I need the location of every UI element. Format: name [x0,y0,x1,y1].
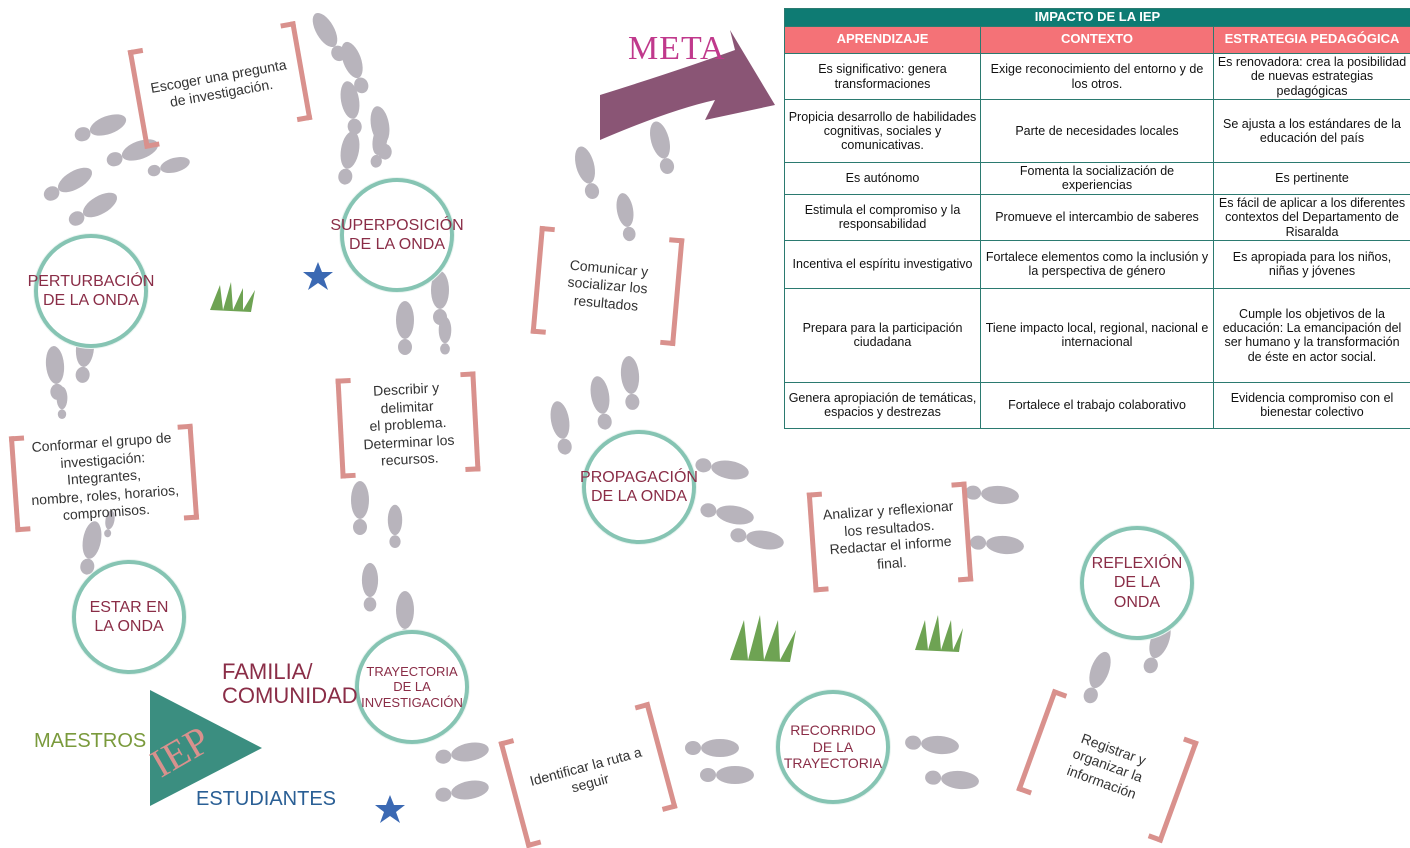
table-cell: Genera apropiación de temáticas, espacio… [785,382,981,428]
table-cell: Se ajusta a los estándares de la educaci… [1214,100,1410,163]
table-cell: Exige reconocimiento del entorno y de lo… [981,53,1214,99]
table-cell: Es significativo: genera transformacione… [785,53,981,99]
table-row: Genera apropiación de temáticas, espacio… [785,382,1410,428]
stage-propagacion: PROPAGACIÓN DE LA ONDA [582,430,696,544]
table-cell: Estimula el compromiso y la responsabili… [785,194,981,240]
stage-trayectoria: TRAYECTORIA DE LA INVESTIGACIÓN [355,630,469,744]
table-row: Prepara para la participación ciudadana … [785,288,1410,382]
table-cell: Evidencia compromiso con el bienestar co… [1214,382,1410,428]
stage-perturbacion: PERTURBACIÓN DE LA ONDA [34,234,148,348]
table-row: Propicia desarrollo de habilidades cogni… [785,100,1410,163]
table-row: Estimula el compromiso y la responsabili… [785,194,1410,240]
col-aprendizaje: APRENDIZAJE [785,26,981,53]
table-cell: Es fácil de aplicar a los diferentes con… [1214,194,1410,240]
table-cell: Cumple los objetivos de la educación: La… [1214,288,1410,382]
table-cell: Fomenta la socialización de experiencias [981,163,1214,195]
table-cell: Prepara para la participación ciudadana [785,288,981,382]
table-cell: Promueve el intercambio de saberes [981,194,1214,240]
note-comunicar-resultados: Comunicar y socializar los resultados [531,226,685,346]
col-contexto: CONTEXTO [981,26,1214,53]
legend-familia-comunidad: FAMILIA/ COMUNIDAD [222,660,358,708]
table-cell: Incentiva el espíritu investigativo [785,240,981,288]
table-cell: Parte de necesidades locales [981,100,1214,163]
col-estrategia: ESTRATEGIA PEDAGÓGICA [1214,26,1410,53]
stage-superposicion: SUPERPOSICIÓN DE LA ONDA [340,178,454,292]
table-caption: IMPACTO DE LA IEP [785,9,1410,27]
table-cell: Es autónomo [785,163,981,195]
legend-estudiantes: ESTUDIANTES [196,788,336,810]
note-analizar-resultados: Analizar y reflexionar los resultados. R… [807,482,974,593]
table-row: Incentiva el espíritu investigativo Fort… [785,240,1410,288]
table-cell: Es pertinente [1214,163,1410,195]
stage-recorrido: RECORRIDO DE LA TRAYECTORIA [776,690,890,804]
table-cell: Es renovadora: crea la posibilidad de nu… [1214,53,1410,99]
table-row: Es autónomo Fomenta la socialización de … [785,163,1410,195]
impacto-iep-table: IMPACTO DE LA IEP APRENDIZAJE CONTEXTO E… [784,8,1410,429]
note-conformar-grupo: Conformar el grupo de investigación: Int… [9,424,199,533]
table-cell: Es apropiada para los niños, niñas y jóv… [1214,240,1410,288]
table-cell: Fortalece elementos como la inclusión y … [981,240,1214,288]
stage-reflexion: REFLEXIÓN DE LA ONDA [1080,526,1194,640]
table-cell: Tiene impacto local, regional, nacional … [981,288,1214,382]
table-cell: Fortalece el trabajo colaborativo [981,382,1214,428]
meta-label: META [628,30,726,68]
table-row: Es significativo: genera transformacione… [785,53,1410,99]
legend-maestros: MAESTROS [34,730,146,752]
stage-estar-en-la-onda: ESTAR EN LA ONDA [72,560,186,674]
note-describir-problema: Describir y delimitar el problema. Deter… [335,371,480,478]
table-cell: Propicia desarrollo de habilidades cogni… [785,100,981,163]
